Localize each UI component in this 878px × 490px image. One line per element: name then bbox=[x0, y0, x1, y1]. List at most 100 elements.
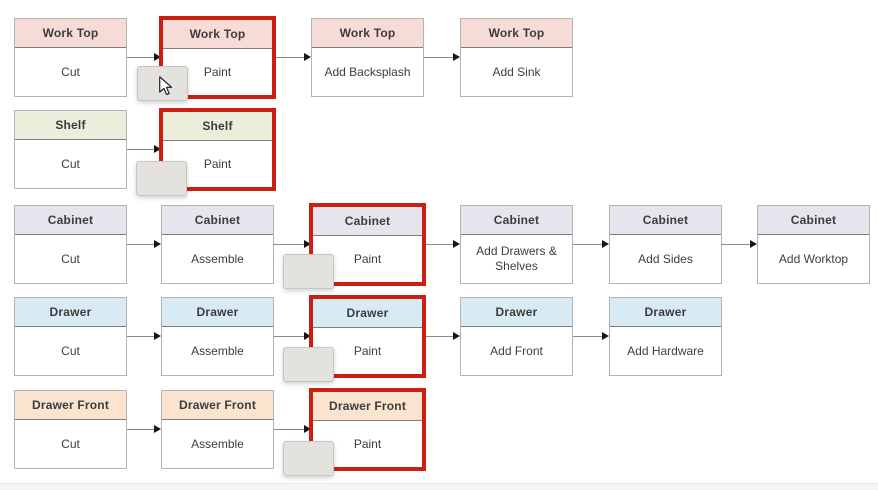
step-header: Work Top bbox=[163, 20, 272, 49]
step-header: Cabinet bbox=[461, 206, 572, 235]
arrow-head-icon bbox=[453, 53, 460, 61]
step-task-label: Assemble bbox=[191, 436, 244, 451]
step-header: Cabinet bbox=[758, 206, 869, 235]
step-header: Drawer bbox=[313, 299, 422, 328]
connector-arrow bbox=[274, 332, 311, 341]
arrow-line bbox=[573, 336, 604, 337]
step-task-label: Paint bbox=[203, 156, 232, 171]
step-task-label: Paint bbox=[353, 343, 382, 358]
connector-arrow bbox=[722, 240, 757, 249]
arrow-line bbox=[274, 429, 306, 430]
step-task-label: Add Hardware bbox=[627, 343, 704, 358]
arrow-head-icon bbox=[154, 53, 161, 61]
connector-arrow bbox=[573, 240, 609, 249]
step-header: Drawer Front bbox=[313, 392, 422, 421]
step-header: Cabinet bbox=[162, 206, 273, 235]
step-task-label: Cut bbox=[61, 156, 80, 171]
connector-arrow bbox=[127, 425, 161, 434]
step-drawer-add-front[interactable]: Drawer Add Front bbox=[460, 297, 573, 376]
arrow-line bbox=[274, 244, 306, 245]
arrow-line bbox=[274, 336, 306, 337]
arrow-head-icon bbox=[304, 53, 311, 61]
arrow-line bbox=[127, 57, 156, 58]
step-task-label: Assemble bbox=[191, 251, 244, 266]
step-cabinet-assemble[interactable]: Cabinet Assemble bbox=[161, 205, 274, 284]
step-task-label: Cut bbox=[61, 251, 80, 266]
arrow-head-icon bbox=[453, 240, 460, 248]
connector-arrow bbox=[274, 425, 311, 434]
step-header: Drawer bbox=[461, 298, 572, 327]
connector-arrow bbox=[274, 53, 311, 62]
step-shelf-cut[interactable]: Shelf Cut bbox=[14, 110, 127, 189]
step-task-label: Cut bbox=[61, 64, 80, 79]
connector-arrow bbox=[424, 332, 460, 341]
step-worktop-add-backsplash[interactable]: Work Top Add Backsplash bbox=[311, 18, 424, 97]
connector-arrow bbox=[424, 53, 460, 62]
step-drawer-cut[interactable]: Drawer Cut bbox=[14, 297, 127, 376]
step-shelf-paint[interactable]: Shelf Paint bbox=[159, 108, 276, 191]
arrow-line bbox=[127, 149, 156, 150]
step-task-label: Add Sink bbox=[492, 64, 541, 79]
step-task-label: Add Sides bbox=[638, 251, 693, 266]
step-header: Cabinet bbox=[313, 207, 422, 236]
arrow-line bbox=[127, 336, 156, 337]
connector-arrow bbox=[127, 145, 161, 154]
arrow-line bbox=[274, 57, 306, 58]
step-worktop-add-sink[interactable]: Work Top Add Sink bbox=[460, 18, 573, 97]
drag-ghost bbox=[283, 254, 334, 289]
step-cabinet-add-worktop[interactable]: Cabinet Add Worktop bbox=[757, 205, 870, 284]
step-drawer-paint[interactable]: Drawer Paint bbox=[309, 295, 426, 378]
step-header: Work Top bbox=[461, 19, 572, 48]
step-drawerfront-assemble[interactable]: Drawer Front Assemble bbox=[161, 390, 274, 469]
step-header: Shelf bbox=[15, 111, 126, 140]
arrow-head-icon bbox=[602, 240, 609, 248]
arrow-head-icon bbox=[750, 240, 757, 248]
step-task-label: Assemble bbox=[191, 343, 244, 358]
step-header: Work Top bbox=[312, 19, 423, 48]
step-cabinet-cut[interactable]: Cabinet Cut bbox=[14, 205, 127, 284]
step-task-label: Add Backsplash bbox=[324, 64, 411, 79]
arrow-head-icon bbox=[304, 240, 311, 248]
drag-ghost bbox=[283, 347, 334, 382]
drag-ghost bbox=[136, 161, 187, 196]
arrow-head-icon bbox=[602, 332, 609, 340]
step-header: Drawer bbox=[610, 298, 721, 327]
step-cabinet-add-drawers-shelves[interactable]: Cabinet Add Drawers & Shelves bbox=[460, 205, 573, 284]
arrow-line bbox=[127, 429, 156, 430]
step-header: Drawer Front bbox=[162, 391, 273, 420]
step-header: Cabinet bbox=[610, 206, 721, 235]
arrow-line bbox=[722, 244, 752, 245]
arrow-head-icon bbox=[154, 240, 161, 248]
step-drawerfront-cut[interactable]: Drawer Front Cut bbox=[14, 390, 127, 469]
arrow-head-icon bbox=[304, 332, 311, 340]
connector-arrow bbox=[424, 240, 460, 249]
arrow-head-icon bbox=[154, 425, 161, 433]
step-task-label: Add Front bbox=[490, 343, 543, 358]
arrow-head-icon bbox=[154, 145, 161, 153]
step-header: Drawer bbox=[162, 298, 273, 327]
connector-arrow bbox=[127, 53, 161, 62]
step-worktop-cut[interactable]: Work Top Cut bbox=[14, 18, 127, 97]
step-task-label: Add Drawers & Shelves bbox=[476, 244, 557, 273]
step-drawer-add-hardware[interactable]: Drawer Add Hardware bbox=[609, 297, 722, 376]
step-task-label: Paint bbox=[203, 64, 232, 79]
cursor-icon bbox=[159, 76, 173, 96]
drag-ghost bbox=[283, 441, 334, 476]
step-cabinet-add-sides[interactable]: Cabinet Add Sides bbox=[609, 205, 722, 284]
arrow-head-icon bbox=[304, 425, 311, 433]
arrow-head-icon bbox=[154, 332, 161, 340]
arrow-line bbox=[424, 336, 455, 337]
bottom-strip bbox=[0, 483, 878, 490]
connector-arrow bbox=[127, 240, 161, 249]
step-task-label: Paint bbox=[353, 251, 382, 266]
arrow-line bbox=[424, 244, 455, 245]
connector-arrow bbox=[573, 332, 609, 341]
step-header: Work Top bbox=[15, 19, 126, 48]
arrow-head-icon bbox=[453, 332, 460, 340]
arrow-line bbox=[573, 244, 604, 245]
arrow-line bbox=[424, 57, 455, 58]
step-task-label: Paint bbox=[353, 436, 382, 451]
step-drawer-assemble[interactable]: Drawer Assemble bbox=[161, 297, 274, 376]
connector-arrow bbox=[274, 240, 311, 249]
